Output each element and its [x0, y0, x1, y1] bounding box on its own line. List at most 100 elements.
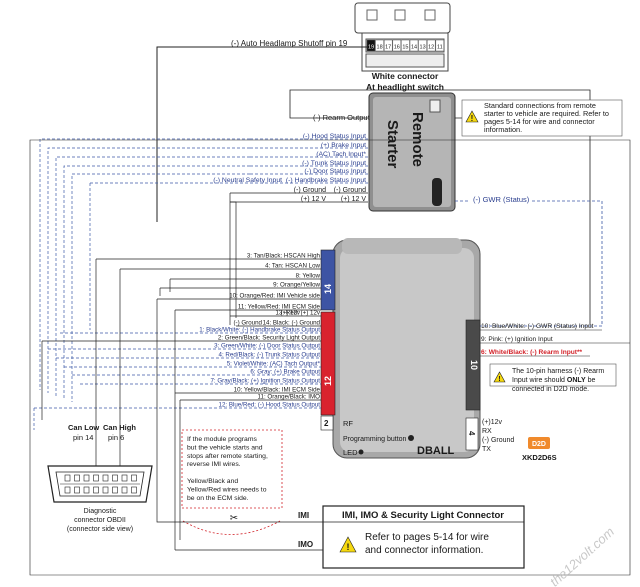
module-wire-label: 10: Orange/Red: IMI Vehicle side — [229, 293, 320, 300]
module-wire-label: 4: Tan: HSCAN Low — [265, 263, 320, 270]
starter-power-label: (-) Ground — [294, 187, 326, 194]
port4-ground: (-) Ground — [482, 437, 514, 444]
imi-note-line: Yellow/Black and — [187, 478, 238, 485]
obd-pin — [93, 474, 99, 482]
note-line-1: Standard connections from remote — [484, 101, 596, 110]
svg-text:✂: ✂ — [230, 513, 238, 524]
module-wire-label: 10: Yellow/Black: IMI ECM Side — [234, 387, 321, 394]
imi-note-line: stops after remote starting, — [187, 453, 268, 460]
module-wire-label: 4: Red/Black: (-) Trunk Status Output — [219, 352, 321, 359]
can-high-label: Can High — [103, 423, 136, 432]
svg-text:!: ! — [347, 542, 350, 552]
obd-pin — [83, 486, 90, 494]
remote-starter: Remote Starter — [368, 92, 456, 212]
security-text-2: and connector information. — [365, 545, 483, 556]
starter-label: Starter — [384, 120, 401, 169]
obd-pin — [112, 474, 118, 482]
module-wire-label: 11: Orange/Black: IMO — [258, 394, 321, 401]
module-wire-label: 3: Green/White: (-) Door Status Output — [214, 343, 320, 350]
starter-input-label: (-) Trunk Status Input — [302, 160, 366, 167]
rearm-output-label: (-) Rearm Output — [313, 113, 371, 122]
starter-input-wires: (-) Hood Status Input(+) Brake Input(AC)… — [39, 133, 368, 402]
port4-12v: (+)12v — [482, 419, 503, 426]
rearm-input-label: 6: White/Black: (-) Rearm Input** — [481, 349, 583, 356]
connector-4-label: 4 — [467, 431, 476, 436]
gwr-status-label: (-) GWR (Status) — [473, 195, 530, 204]
module-wire-label: 7: Gray/Black: (+) Ignition Status Outpu… — [210, 378, 320, 385]
rearm-note-line-1: The 10-pin harness (-) Rearm — [512, 368, 604, 375]
imi-label: IMI — [298, 511, 309, 520]
module-wire-label: 1: Black/White: (-) Handbrake Status Out… — [199, 327, 320, 334]
module-wire-label: (+) 12v — [281, 310, 301, 317]
connector-2-label: 2 — [324, 419, 329, 428]
imi-note-line: Yellow/Red wires needs to — [187, 486, 267, 493]
obd-pin — [131, 474, 137, 482]
module-wire-label: 13: Red: (+) 12v — [275, 310, 320, 317]
obd-pin — [102, 486, 109, 494]
connector-pin: 19 — [368, 45, 374, 51]
rearm-note-line-3: connected in D2D mode. — [512, 386, 589, 393]
obd-pin — [102, 474, 109, 482]
module-right-wires: 10: Blue/White: (-) GWR (Status) Input 9… — [29, 139, 631, 576]
connector-pin: 11 — [437, 45, 443, 51]
obd-connector: Can Low pin 14 Can High pin 6 Diagnostic… — [47, 423, 153, 533]
connector-pin: 18 — [377, 45, 383, 51]
ignition-input-label: 9: Pink: (+) Ignition Input — [481, 336, 553, 343]
note-line-2: starter to vehicle are required. Refer t… — [484, 109, 609, 118]
dball-module: 14 12 2 10 4 RF Programming button LED D… — [320, 238, 481, 459]
handbrake-status-label: (-) Handbrake Status Input — [286, 177, 366, 184]
can-low-label: Can Low — [68, 423, 99, 432]
svg-text:!: ! — [498, 376, 500, 383]
security-box-title: IMI, IMO & Security Light Connector — [342, 510, 504, 521]
xkd2d6s-badge: D2D XKD2D6S — [522, 437, 557, 462]
obd-pin — [74, 486, 80, 494]
auto-headlamp-label: (-) Auto Headlamp Shutoff pin 19 — [231, 39, 348, 48]
connector-pin: 13 — [420, 45, 426, 51]
port4-rx: RX — [482, 428, 492, 435]
starter-input-label: (-) Door Status Input — [304, 168, 366, 175]
security-light-box: IMI, IMO & Security Light Connector ! Re… — [175, 505, 525, 569]
module-wire-label: 11: Yellow/Red: IMI ECM Side — [238, 304, 321, 311]
dball-label: DBALL — [417, 445, 455, 457]
obd-pin — [74, 474, 80, 482]
led-label: LED — [343, 448, 358, 457]
port4-tx: TX — [482, 446, 491, 453]
imo-label: IMO — [298, 540, 313, 549]
connector-14-label: 14 — [323, 284, 333, 294]
obd-pin — [64, 474, 71, 482]
imi-note-line: If the module programs — [187, 436, 257, 443]
imi-note-line: reverse IMI wires. — [187, 461, 241, 468]
starter-input-label: (AC) Tach Input* — [316, 151, 366, 158]
rearm-note-line-2: Input wire should ONLY be — [512, 377, 596, 384]
obd-pin — [93, 486, 99, 494]
note-line-3: pages 5-14 for wire and connector — [484, 117, 595, 126]
module-wire-label: 8: Yellow — [296, 273, 321, 280]
starter-power-label: (+) 12 V — [341, 196, 366, 203]
neutral-safety-label: (-) Neutral Safety Input — [213, 177, 282, 184]
imi-note-line: but the vehicle starts and — [187, 444, 263, 451]
rearm-note: ! The 10-pin harness (-) Rearm Input wir… — [489, 363, 617, 393]
obd-caption-2: connector OBDII — [74, 517, 126, 524]
watermark: the12volt.com — [547, 524, 617, 587]
module-wire-label: 6: Gray: (+) Brake Output — [250, 369, 320, 376]
d2d-badge: D2D — [532, 441, 546, 448]
programming-button-label: Programming button — [343, 436, 407, 443]
can-low-pin: pin 14 — [73, 433, 93, 442]
connector-caption-1: White connector — [372, 71, 439, 81]
product-code: XKD2D6S — [522, 453, 557, 462]
starter-power-label: (+) 12 V — [301, 196, 326, 203]
obd-pin — [121, 486, 128, 494]
remote-label: Remote — [409, 112, 426, 167]
svg-text:!: ! — [471, 114, 474, 123]
module-wire-label: 14: Black: (-) Ground — [263, 320, 321, 327]
obd-caption-3: (connector side view) — [67, 526, 133, 533]
connector-pin: 12 — [428, 45, 434, 51]
obd-pin — [83, 474, 90, 482]
module-wire-label: 2: Green/Black: Security Light Output — [218, 335, 320, 342]
security-text-1: Refer to pages 5-14 for wire — [365, 532, 489, 543]
note-line-4: information. — [484, 125, 522, 134]
connector-pin: 14 — [411, 45, 417, 51]
